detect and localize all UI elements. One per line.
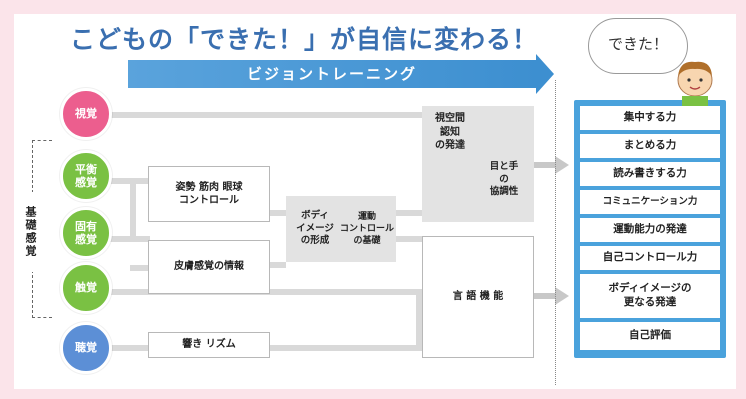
connector-vertical-left [130, 178, 136, 242]
connector-visual [110, 112, 422, 118]
connector-skin-body [270, 262, 286, 268]
result-motor: 運動能力の発達 [580, 218, 720, 242]
result-communication: コミュニケーション力 [580, 190, 720, 214]
connector-hearing [110, 345, 150, 351]
arrow-shaft-top [534, 162, 556, 168]
result-self-evaluation: 自己評価 [580, 322, 720, 350]
box-eye-hand: 目と手 の 協調性 [489, 160, 519, 198]
connector-touch-skin [130, 265, 150, 271]
connector-posture-body [270, 210, 286, 216]
vision-training-banner: ビジョントレーニング [128, 60, 536, 88]
result-body-image: ボディイメージの 更なる発達 [580, 274, 720, 318]
sense-hearing: 聴覚 [60, 322, 112, 374]
arrow-bottom-icon [555, 287, 569, 305]
arrow-shaft-bottom [534, 293, 556, 299]
child-illustration-icon [677, 61, 713, 106]
connector-body-spatial [396, 210, 422, 216]
banner-arrow-icon [536, 54, 554, 94]
page-title: こどもの「できた！」が自信に変わる！ [70, 25, 539, 54]
arrow-top-icon [555, 156, 569, 174]
result-self-control: 自己コントロール力 [580, 246, 720, 270]
box-motor-base: 運動 コントロール の基礎 [340, 211, 395, 247]
box-language: 言 語 機 能 [422, 236, 534, 358]
result-organize: まとめる力 [580, 134, 720, 158]
box-body-image: ボディ イメージ の形成 [296, 209, 334, 247]
connector-rhythm-language [270, 345, 422, 351]
sense-balance: 平衡 感覚 [60, 150, 112, 202]
connector-vertical-right [416, 290, 422, 351]
box-skin-sense: 皮膚感覚の情報 [148, 240, 270, 294]
box-spatial-group [422, 106, 534, 222]
result-focus: 集中する力 [580, 106, 720, 130]
speech-bubble: できた！ [588, 18, 688, 74]
result-read-write: 読み書きする力 [580, 162, 720, 186]
box-spatial-cognition: 視空間 認知 の発達 [435, 113, 465, 151]
sense-visual: 視覚 [60, 88, 112, 140]
box-body-image-group [286, 196, 396, 262]
divider-line [555, 80, 556, 385]
box-posture-control: 姿勢 筋肉 眼球 コントロール [148, 166, 270, 222]
box-rhythm: 響き リズム [148, 332, 270, 358]
sense-touch: 触覚 [60, 262, 112, 314]
sense-proprioception: 固有 感覚 [60, 207, 112, 259]
connector-body-language [396, 236, 422, 242]
basic-senses-label: 基礎感覚 [22, 192, 38, 272]
results-panel: 集中する力 まとめる力 読み書きする力 コミュニケーション力 運動能力の発達 自… [574, 100, 726, 358]
